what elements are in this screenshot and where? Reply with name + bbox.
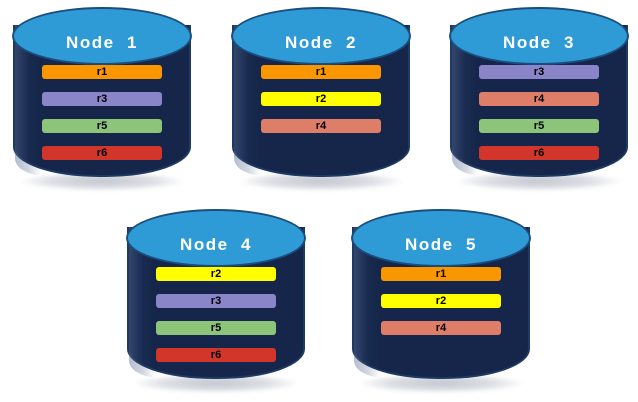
node-drop-shadow [134,375,298,393]
replica-bar-r6[interactable]: r6 [156,348,276,362]
database-node-1[interactable]: Node 1 r1 r3 r5 r6 [12,5,192,195]
node-title: Node 3 [503,33,575,52]
cylinder-top-ellipse [449,7,629,65]
replica-bar-r6[interactable]: r6 [479,146,599,160]
replica-list: r1 r2 r4 [381,267,501,348]
node-drop-shadow [359,375,523,393]
node-drop-shadow [239,173,403,191]
node-title: Node 4 [180,235,252,254]
database-node-2[interactable]: Node 2 r1 r2 r4 [231,5,411,195]
database-node-5[interactable]: Node 5 r1 r2 r4 [351,207,531,397]
cylinder-top-ellipse [351,209,531,267]
database-node-4[interactable]: Node 4 r2 r3 r5 r6 [126,207,306,397]
replica-bar-r4[interactable]: r4 [261,119,381,133]
replica-bar-r2[interactable]: r2 [381,294,501,308]
replica-bar-r3[interactable]: r3 [42,92,162,106]
node-drop-shadow [20,173,184,191]
node-title: Node 1 [66,33,138,52]
replica-bar-r2[interactable]: r2 [156,267,276,281]
node-title: Node 5 [405,235,477,254]
node-title: Node 2 [285,33,357,52]
database-node-3[interactable]: Node 3 r3 r4 r5 r6 [449,5,629,195]
replica-bar-r4[interactable]: r4 [479,92,599,106]
node-drop-shadow [457,173,621,191]
replica-bar-r4[interactable]: r4 [381,321,501,335]
cylinder-top-ellipse [126,209,306,267]
cylinder-top-ellipse [231,7,411,65]
replica-bar-r2[interactable]: r2 [261,92,381,106]
replica-bar-r1[interactable]: r1 [261,65,381,79]
replica-bar-r1[interactable]: r1 [381,267,501,281]
replica-bar-r5[interactable]: r5 [479,119,599,133]
replica-list: r1 r3 r5 r6 [42,65,162,173]
replica-list: r2 r3 r5 r6 [156,267,276,375]
replica-bar-r5[interactable]: r5 [156,321,276,335]
replica-bar-r5[interactable]: r5 [42,119,162,133]
replica-bar-r6[interactable]: r6 [42,146,162,160]
cylinder-top-ellipse [12,7,192,65]
replica-bar-r1[interactable]: r1 [42,65,162,79]
replica-bar-r3[interactable]: r3 [479,65,599,79]
replica-list: r3 r4 r5 r6 [479,65,599,173]
replica-list: r1 r2 r4 [261,65,381,146]
replica-bar-r3[interactable]: r3 [156,294,276,308]
